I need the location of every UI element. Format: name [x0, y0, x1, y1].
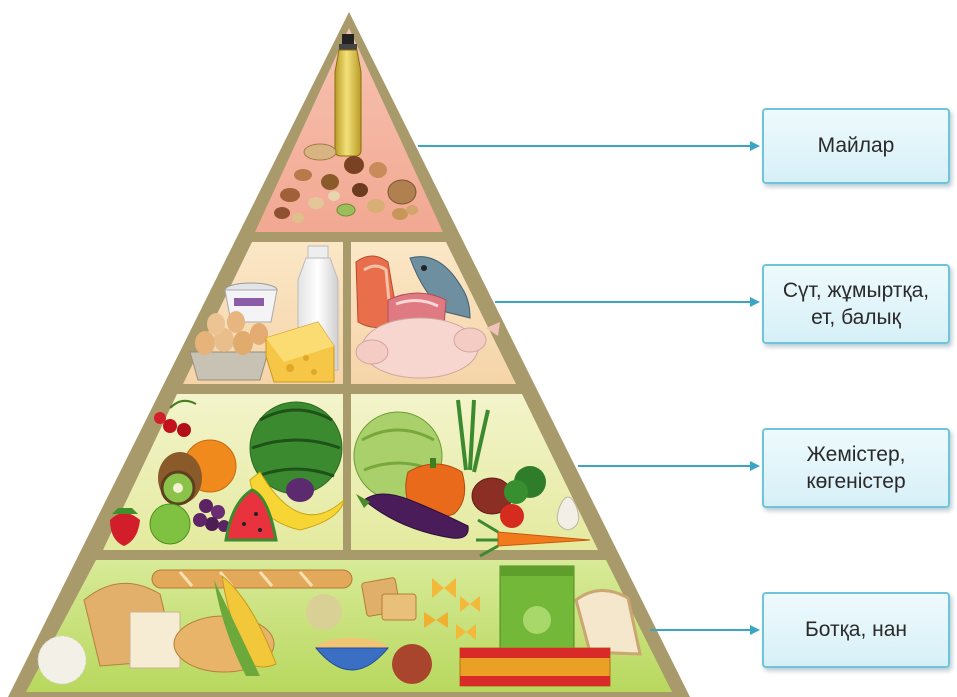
walnut-icon	[387, 179, 417, 205]
nuts-pile	[274, 143, 418, 223]
peanut-icon	[303, 143, 337, 161]
bread-slice-icon	[574, 589, 642, 656]
green-onion-icon	[456, 399, 490, 473]
corn-icon	[214, 574, 277, 676]
watermelon-icon	[249, 401, 343, 495]
egg-carton-icon	[189, 311, 269, 381]
raw-chicken-icon	[355, 317, 500, 379]
garlic-icon	[556, 496, 580, 531]
label-protein-text: Сүт, жұмыртқа, ет, балық	[782, 278, 930, 329]
label-protein: Сүт, жұмыртқа, ет, балық	[762, 264, 950, 344]
carrot-icon	[476, 518, 591, 558]
oat-cookie-icon	[306, 594, 342, 630]
strawberry-icon	[110, 508, 140, 546]
kiwi-icon	[160, 470, 196, 506]
label-produce-text: Жемістер, көгеністер	[806, 442, 906, 493]
label-fats-text: Майлар	[817, 134, 895, 158]
farfalle-pasta-icon	[424, 578, 480, 640]
fish-icon	[409, 256, 471, 319]
baguette-icon	[151, 569, 353, 589]
cereal-bowl-icon	[314, 638, 390, 671]
oil-bottle-icon	[334, 34, 362, 157]
cheese-icon	[265, 321, 335, 383]
spaghetti-pack-icon	[459, 647, 611, 687]
tomato-icon	[500, 504, 524, 528]
rice-icon	[37, 635, 87, 685]
watermelon-slice-icon	[224, 488, 278, 542]
bread-loaf-icon	[83, 582, 181, 669]
cereal-box-icon	[499, 565, 575, 649]
lentils-icon	[392, 644, 432, 684]
cherries-icon	[154, 399, 197, 437]
eggplant-icon	[356, 493, 469, 539]
label-grains: Ботқа, нан	[762, 592, 950, 668]
label-fats: Майлар	[762, 108, 950, 184]
broccoli-icon	[504, 466, 546, 504]
pistachio-icon	[336, 203, 356, 217]
label-grains-text: Ботқа, нан	[804, 618, 908, 642]
apple-icon	[149, 503, 191, 545]
plum-icon	[286, 478, 314, 502]
crackers-icon	[361, 577, 417, 621]
label-produce: Жемістер, көгеністер	[762, 428, 950, 508]
hazelnut-icon	[321, 174, 339, 190]
almond-icon	[294, 169, 312, 181]
